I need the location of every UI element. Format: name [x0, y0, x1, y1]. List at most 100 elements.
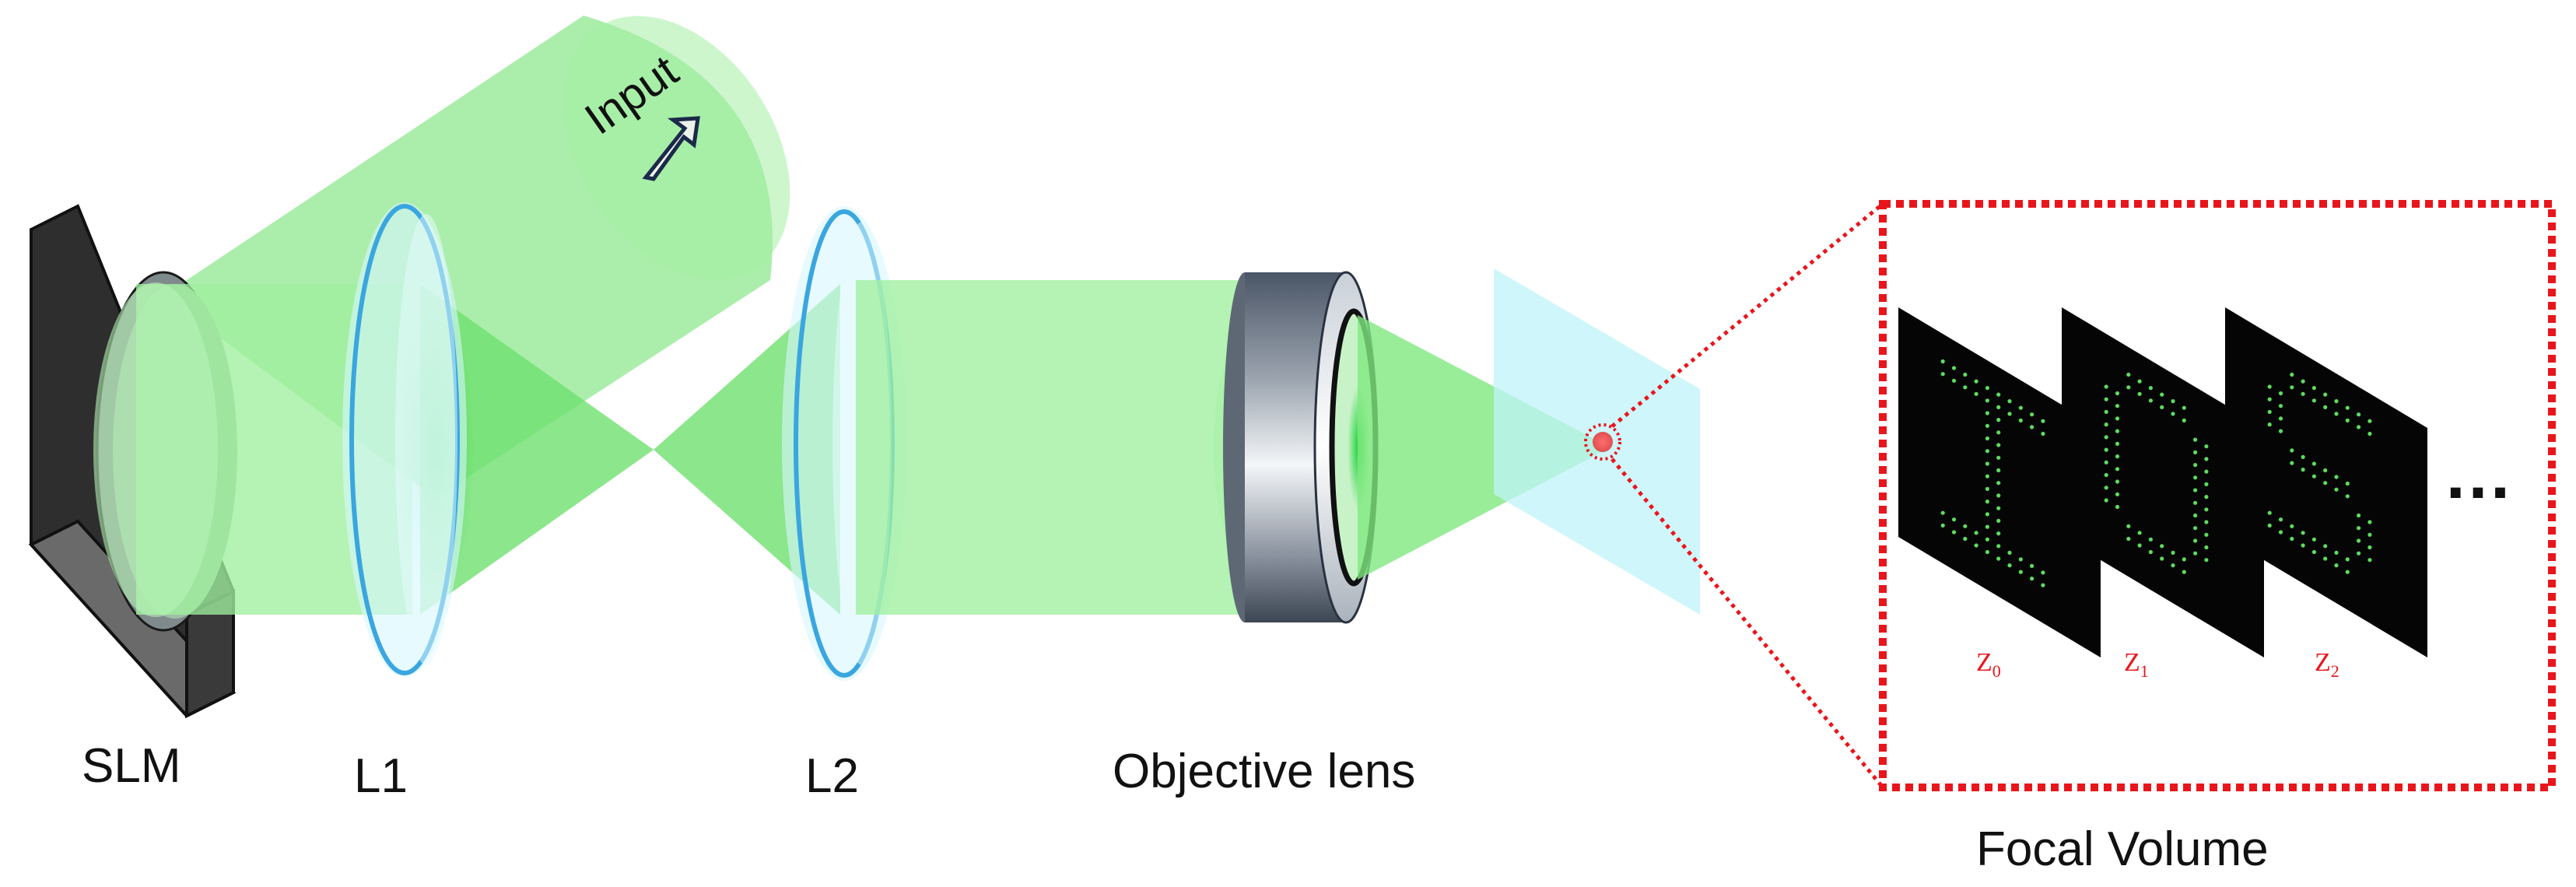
pattern-dot: [2334, 550, 2339, 556]
plane-z1: [2062, 307, 2264, 657]
pattern-dot: [2323, 481, 2328, 486]
pattern-dot: [2345, 494, 2350, 499]
pattern-dot: [1985, 449, 1989, 454]
label-objective: Objective lens: [1113, 745, 1415, 798]
dot-pattern-z1: [2104, 372, 2209, 574]
pattern-dot: [1940, 523, 1945, 528]
beam-slm-to-l1: [93, 282, 412, 617]
pattern-dot: [2357, 513, 2361, 518]
pattern-dot: [1951, 366, 1957, 370]
pattern-dot: [1996, 392, 2001, 397]
pattern-dot: [1985, 500, 1989, 504]
pattern-dot: [2018, 557, 2023, 562]
pattern-dot: [2267, 523, 2272, 528]
pattern-dot: [2193, 551, 2198, 556]
pattern-dot: [2290, 536, 2294, 542]
pattern-dot: [1974, 379, 1978, 384]
pattern-dot: [2171, 563, 2175, 568]
pattern-dot: [2126, 536, 2131, 542]
pattern-dot: [2182, 570, 2186, 574]
pattern-dot: [2278, 530, 2283, 535]
pattern-dot: [2367, 545, 2372, 550]
pattern-dot: [2041, 570, 2045, 575]
pattern-dot: [2204, 520, 2209, 524]
pattern-dot: [2104, 384, 2108, 389]
pattern-dot: [2193, 538, 2198, 543]
pattern-dot: [2137, 379, 2142, 384]
pattern-dot: [2204, 457, 2209, 461]
pattern-dot: [2311, 549, 2316, 555]
pattern-dot: [2030, 412, 2035, 417]
pattern-dot: [2007, 550, 2012, 556]
pattern-dot: [2278, 416, 2283, 421]
pattern-dot: [2115, 492, 2120, 496]
pattern-dot: [2345, 570, 2350, 574]
pattern-dot: [2267, 384, 2272, 389]
plane-label-z1: Z1: [2124, 648, 2149, 681]
dot-pattern-z2: [2267, 372, 2372, 574]
pattern-dot: [2311, 461, 2316, 466]
pattern-dot: [2334, 412, 2339, 416]
pattern-dot: [1996, 405, 2001, 410]
pattern-dot: [2311, 398, 2316, 403]
pattern-dot: [2104, 397, 2108, 401]
pattern-dot: [1974, 531, 1978, 535]
pattern-dot: [2137, 543, 2142, 548]
pattern-dot: [2267, 409, 2272, 415]
pattern-dot: [2104, 447, 2108, 452]
plane-label-z2: Z2: [2315, 648, 2339, 681]
pattern-dot: [1996, 531, 2001, 536]
pattern-dot: [2115, 479, 2120, 484]
pattern-dot: [2290, 524, 2294, 528]
pattern-dot: [2104, 460, 2108, 465]
ellipsis: …: [2443, 436, 2513, 514]
pattern-dot: [2301, 531, 2305, 535]
pattern-dot: [2204, 469, 2209, 474]
pattern-dot: [2104, 409, 2108, 415]
pattern-dot: [1974, 543, 1978, 548]
pattern-dot: [2278, 391, 2283, 396]
pattern-dot: [2345, 418, 2350, 423]
pattern-dot: [2367, 419, 2372, 423]
plane-z0: [1898, 307, 2101, 657]
beam-objective-to-focus: [1358, 315, 1610, 580]
pattern-dot: [2323, 468, 2328, 473]
pattern-dot: [2160, 405, 2164, 410]
pattern-dot: [2115, 454, 2120, 459]
pattern-dot: [1963, 385, 1968, 390]
pattern-dot: [2301, 379, 2305, 384]
pattern-dot: [2007, 563, 2012, 568]
pattern-dot: [2357, 526, 2361, 531]
plane-z2: [2225, 307, 2427, 657]
pattern-dot: [2204, 532, 2209, 537]
pattern-dot: [2323, 556, 2328, 561]
pattern-dot: [2193, 475, 2198, 480]
pattern-dot: [1951, 517, 1957, 522]
pattern-dot: [1985, 524, 1989, 529]
pattern-dot: [1985, 386, 1989, 391]
pattern-dot: [2171, 550, 2175, 556]
pattern-dot: [2367, 558, 2372, 563]
pattern-dot: [2204, 482, 2209, 487]
pattern-dot: [1996, 493, 2001, 498]
pattern-dot: [1985, 411, 1989, 415]
pattern-dot: [2357, 538, 2361, 543]
pattern-dot: [2345, 557, 2350, 562]
pattern-dot: [2193, 437, 2198, 442]
pattern-dot: [2311, 537, 2316, 542]
pattern-dot: [2204, 507, 2209, 512]
pattern-dot: [2193, 513, 2198, 518]
pattern-dot: [2148, 386, 2153, 391]
pattern-dot: [2193, 450, 2198, 455]
input-arrow-icon: [642, 116, 700, 181]
pattern-dot: [2267, 510, 2272, 515]
pattern-dot: [2334, 563, 2339, 568]
pattern-dot: [2030, 563, 2035, 569]
pattern-dot: [2301, 391, 2305, 396]
pattern-dot: [2160, 392, 2164, 397]
pattern-dot: [2301, 543, 2305, 548]
pattern-dot: [2148, 537, 2153, 542]
pattern-dot: [1951, 530, 1957, 535]
pattern-dot: [1940, 372, 1945, 377]
